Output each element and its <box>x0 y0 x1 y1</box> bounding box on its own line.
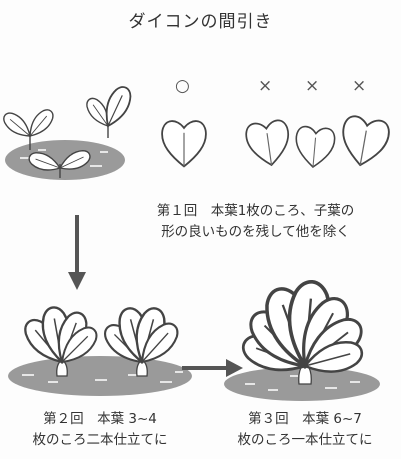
remove-mark-2: × <box>305 76 320 96</box>
step2-caption-line1: 第２回 本葉 3~4 <box>43 411 157 427</box>
cotyledon-bad-3 <box>336 113 392 170</box>
cotyledon-bad-1 <box>243 118 294 169</box>
step3-caption-line2: 枚のころ一本仕立てに <box>237 432 373 448</box>
step2-caption-line2: 枚のころ二本仕立てに <box>32 432 168 448</box>
step1-caption-line1: 第１回 本葉1枚のころ、子葉の <box>156 203 355 219</box>
step1-caption-line2: 形の良いものを残して他を除く <box>161 224 350 240</box>
step1-seedling-right <box>82 82 136 138</box>
step2-plant-right <box>98 304 185 377</box>
keep-mark: ○ <box>175 76 190 96</box>
step1-seedling-center <box>26 146 94 178</box>
step2-plant-left <box>18 304 103 377</box>
remove-mark-3: × <box>352 76 367 96</box>
remove-mark-1: × <box>258 76 273 96</box>
cotyledon-bad-2 <box>293 125 337 170</box>
step1-seedling-left <box>0 105 58 150</box>
down-arrow <box>68 215 86 290</box>
diagram-title: ダイコンの間引き <box>128 12 273 32</box>
step2-soil <box>8 356 192 396</box>
step3-plant <box>237 278 371 385</box>
step3-caption-line1: 第３回 本葉 6~7 <box>248 411 362 427</box>
cotyledon-good <box>161 120 207 168</box>
right-arrow <box>182 359 243 377</box>
